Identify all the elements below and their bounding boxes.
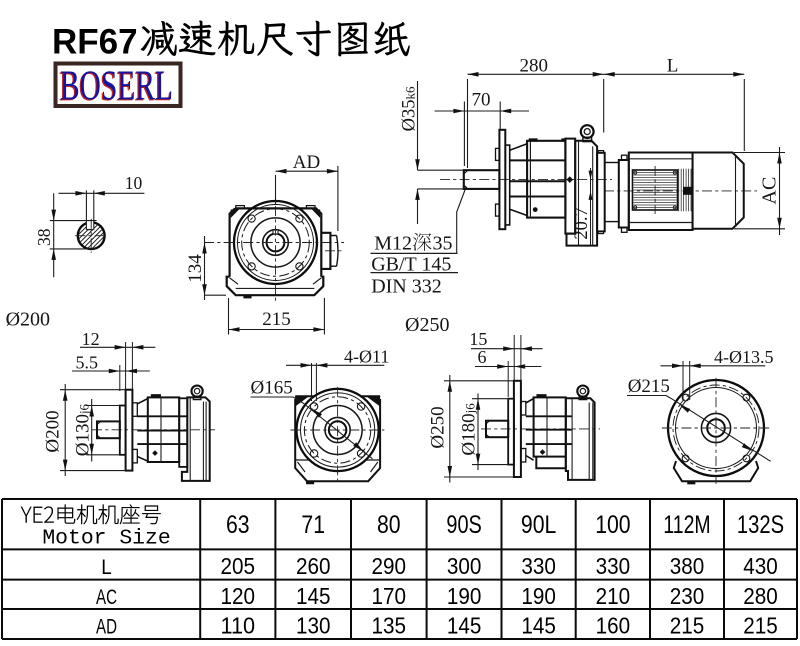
svg-text:63: 63	[226, 511, 250, 539]
svg-text:GB/T 145: GB/T 145	[371, 253, 451, 275]
svg-text:Ø130j6: Ø130j6	[72, 403, 93, 456]
svg-text:290: 290	[372, 553, 407, 579]
svg-text:215: 215	[743, 613, 778, 639]
svg-text:RF67: RF67	[52, 23, 138, 62]
svg-text:M12: M12	[374, 232, 412, 254]
svg-text:Ø250: Ø250	[405, 314, 449, 336]
svg-text:145: 145	[296, 583, 331, 609]
svg-text:215: 215	[262, 309, 291, 330]
svg-text:205: 205	[221, 553, 256, 579]
svg-text:260: 260	[296, 553, 331, 579]
svg-text:230: 230	[670, 583, 705, 609]
svg-text:AC: AC	[759, 177, 781, 205]
svg-text:190: 190	[521, 583, 556, 609]
svg-text:380: 380	[670, 553, 705, 579]
svg-text:20.7: 20.7	[572, 207, 592, 239]
svg-text:132S: 132S	[737, 511, 784, 539]
svg-text:BOSERL: BOSERL	[60, 64, 173, 110]
svg-text:10: 10	[125, 173, 143, 193]
svg-text:Ø250: Ø250	[427, 406, 448, 448]
svg-text:280: 280	[519, 56, 548, 77]
svg-text:330: 330	[521, 553, 556, 579]
svg-text:Ø165: Ø165	[251, 378, 293, 399]
svg-text:130: 130	[296, 613, 331, 639]
svg-text:120: 120	[221, 583, 256, 609]
svg-text:160: 160	[596, 613, 631, 639]
svg-text:12: 12	[82, 329, 100, 349]
svg-text:70: 70	[472, 90, 491, 111]
svg-text:134: 134	[185, 254, 206, 283]
svg-text:Ø200: Ø200	[6, 309, 50, 331]
svg-text:145: 145	[447, 613, 482, 639]
svg-text:L: L	[667, 56, 679, 77]
svg-text:L: L	[101, 555, 112, 579]
svg-text:AD: AD	[96, 615, 117, 639]
svg-text:6: 6	[478, 347, 487, 367]
svg-text:210: 210	[596, 583, 631, 609]
svg-text:38: 38	[34, 228, 54, 246]
svg-text:90L: 90L	[521, 511, 556, 539]
svg-text:110: 110	[221, 613, 256, 639]
svg-text:190: 190	[447, 583, 482, 609]
svg-text:145: 145	[521, 613, 556, 639]
svg-text:AD: AD	[293, 152, 320, 173]
svg-text:135: 135	[372, 613, 407, 639]
svg-text:90S: 90S	[446, 511, 481, 539]
svg-text:BOSERL: BOSERL	[59, 65, 172, 111]
svg-text:Ø35k6: Ø35k6	[400, 86, 420, 131]
svg-text:Motor Size: Motor Size	[42, 527, 170, 551]
svg-text:5.5: 5.5	[75, 353, 98, 373]
svg-text:300: 300	[447, 553, 482, 579]
svg-text:170: 170	[372, 583, 407, 609]
svg-text:Ø180j6: Ø180j6	[459, 403, 480, 456]
svg-text:AC: AC	[96, 585, 117, 609]
svg-text:35: 35	[433, 232, 453, 254]
svg-text:DIN 332: DIN 332	[371, 276, 442, 298]
svg-text:4-Ø13.5: 4-Ø13.5	[714, 347, 774, 367]
svg-text:215: 215	[670, 613, 705, 639]
svg-text:71: 71	[301, 511, 325, 539]
svg-text:430: 430	[743, 553, 778, 579]
svg-text:80: 80	[377, 511, 401, 539]
svg-text:100: 100	[595, 511, 630, 539]
svg-text:112M: 112M	[663, 511, 710, 539]
svg-text:330: 330	[596, 553, 631, 579]
svg-text:Ø215: Ø215	[628, 376, 670, 397]
svg-text:15: 15	[469, 329, 487, 349]
svg-text:280: 280	[743, 583, 778, 609]
svg-text:Ø200: Ø200	[43, 410, 64, 452]
svg-text:4-Ø11: 4-Ø11	[344, 346, 389, 366]
